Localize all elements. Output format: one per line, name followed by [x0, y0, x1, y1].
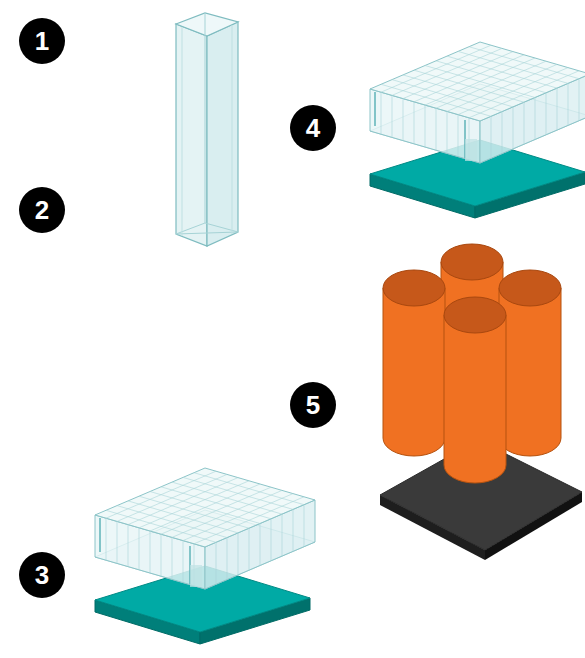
- glass-slab: [95, 468, 315, 644]
- callout-number: 5: [306, 392, 320, 418]
- callout-circle: 5: [290, 382, 336, 428]
- callout-circle: 2: [19, 187, 65, 233]
- orange-cylinder: [444, 297, 506, 483]
- glass-prism: [176, 13, 238, 246]
- glass-slab: [370, 42, 585, 218]
- callout-number: 1: [35, 28, 49, 54]
- callout-number: 4: [306, 115, 320, 141]
- cylinder-body: [499, 288, 561, 456]
- orange-cylinder: [499, 270, 561, 456]
- callout-circle: 3: [19, 552, 65, 598]
- cylinder-top: [383, 270, 445, 306]
- cylinder-stack: [380, 244, 582, 560]
- cylinder-top: [499, 270, 561, 306]
- cylinder-body: [444, 315, 506, 483]
- cylinder-top: [444, 297, 506, 333]
- callout-number: 3: [35, 562, 49, 588]
- callout-number: 2: [35, 197, 49, 223]
- cylinder-body: [383, 288, 445, 456]
- callout-circle: 1: [19, 18, 65, 64]
- callout-circle: 4: [290, 105, 336, 151]
- cylinder-top: [441, 244, 503, 280]
- orange-cylinder: [383, 270, 445, 456]
